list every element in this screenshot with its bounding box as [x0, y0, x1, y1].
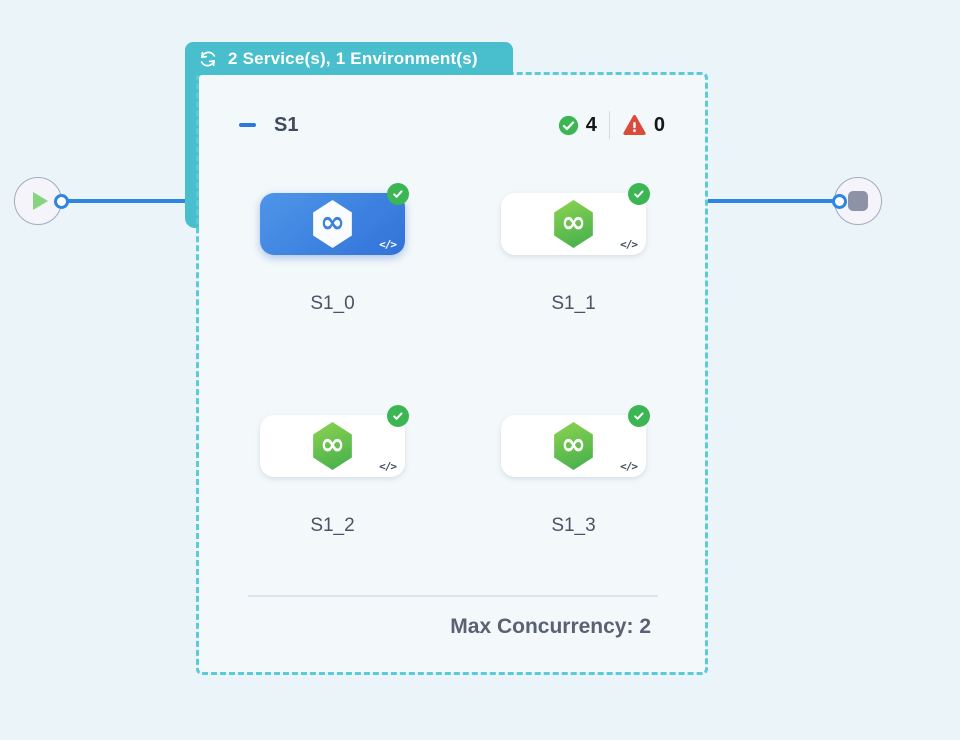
service-card-s1-3[interactable]: ∞ </>	[501, 405, 650, 477]
code-icon: </>	[620, 238, 638, 251]
infinity-logo-icon: ∞	[561, 426, 586, 462]
stop-icon	[848, 191, 868, 211]
group-header: S1 4 0	[239, 105, 665, 145]
warning-triangle-icon	[622, 113, 647, 138]
service-label: S1_1	[551, 293, 596, 314]
edge-group-to-end	[708, 199, 841, 203]
start-node-handle[interactable]	[54, 194, 69, 209]
status-check-badge	[628, 183, 650, 205]
infinity-logo-icon: ∞	[320, 426, 345, 462]
environment-group-container[interactable]: S1 4 0	[196, 72, 708, 675]
service-label: S1_0	[310, 293, 355, 314]
count-divider	[608, 111, 610, 139]
service-cell-s1-3: ∞ </> S1_3	[501, 405, 650, 537]
code-icon: </>	[379, 460, 397, 473]
service-card-s1-0[interactable]: ∞ </>	[260, 183, 409, 255]
healthy-check-icon	[558, 115, 579, 136]
status-check-badge	[628, 405, 650, 427]
service-label: S1_3	[551, 515, 596, 536]
service-hexagon-icon: ∞	[313, 422, 352, 470]
service-hexagon-icon: ∞	[313, 200, 352, 248]
service-cell-s1-2: ∞ </> S1_2	[260, 405, 409, 537]
status-check-badge	[387, 183, 409, 205]
service-label: S1_2	[310, 515, 355, 536]
max-concurrency-label: Max Concurrency: 2	[450, 615, 651, 638]
service-cell-s1-1: ∞ </> S1_1	[501, 183, 650, 315]
unhealthy-count: 0	[653, 113, 665, 136]
infinity-logo-icon: ∞	[561, 204, 586, 240]
code-icon: </>	[620, 460, 638, 473]
group-summary-text: 2 Service(s), 1 Environment(s)	[228, 48, 478, 68]
service-cell-s1-0: ∞ </> S1_0	[260, 183, 409, 315]
group-summary-badge[interactable]: 2 Service(s), 1 Environment(s)	[185, 42, 513, 75]
group-title: S1	[274, 113, 299, 136]
edge-start-to-group	[60, 199, 196, 203]
service-card-s1-2[interactable]: ∞ </>	[260, 405, 409, 477]
code-icon: </>	[379, 238, 397, 251]
play-icon	[32, 192, 48, 210]
collapse-dash-icon[interactable]	[239, 123, 256, 127]
service-card-s1-1[interactable]: ∞ </>	[501, 183, 650, 255]
sync-icon	[200, 50, 216, 67]
infinity-logo-icon: ∞	[320, 204, 345, 240]
footer-divider	[248, 595, 658, 597]
service-hexagon-icon: ∞	[554, 200, 593, 248]
status-check-badge	[387, 405, 409, 427]
service-hexagon-icon: ∞	[554, 422, 593, 470]
healthy-count: 4	[585, 113, 597, 136]
end-node-handle[interactable]	[832, 194, 847, 209]
